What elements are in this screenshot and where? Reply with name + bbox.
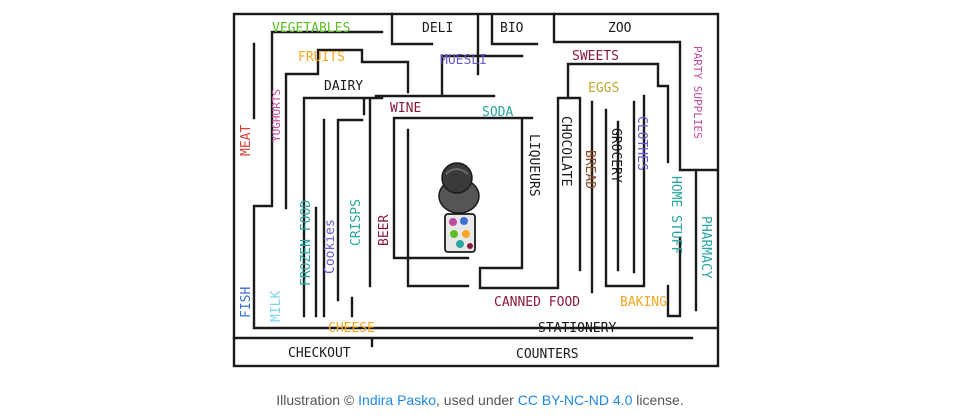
- caption-suffix: license.: [632, 392, 684, 408]
- label-checkout: CHECKOUT: [288, 346, 351, 361]
- label-liqueurs: LIQUEURS: [526, 134, 541, 197]
- label-deli: DELI: [422, 21, 453, 36]
- label-yoghurts: YOGHURTS: [270, 89, 283, 142]
- label-baking: BAKING: [620, 295, 667, 310]
- label-home-stuff: HOME STUFF: [668, 176, 683, 254]
- label-sweets: SWEETS: [572, 49, 619, 64]
- label-pharmacy: PHARMACY: [698, 216, 713, 279]
- label-counters: COUNTERS: [516, 347, 579, 362]
- label-clothes: CLOTHES: [634, 116, 649, 171]
- label-milk: MILK: [269, 291, 284, 322]
- label-fish: FISH: [239, 287, 254, 318]
- label-dairy: DAIRY: [324, 79, 363, 94]
- supermarket-map: VEGETABLES FRUITS DELI BIO ZOO MUESLI SW…: [232, 10, 720, 370]
- label-frozen-food: FROZEN FOOD: [299, 200, 314, 286]
- maze-drawing: VEGETABLES FRUITS DELI BIO ZOO MUESLI SW…: [232, 12, 720, 368]
- label-bio: BIO: [500, 21, 524, 36]
- maze-walls: [232, 12, 718, 348]
- shopper-illustration: [438, 162, 480, 253]
- label-chocolate: CHOCOLATE: [558, 116, 573, 186]
- license-link[interactable]: CC BY-NC-ND 4.0: [517, 392, 633, 408]
- label-muesli: MUESLI: [440, 53, 487, 68]
- caption-middle: , used under: [436, 392, 518, 408]
- label-eggs: EGGS: [588, 81, 619, 96]
- label-soda: SODA: [482, 105, 513, 120]
- label-crisps: CRISPS: [349, 199, 364, 246]
- outer-wall: [232, 12, 720, 368]
- caption-prefix: Illustration ©: [276, 392, 359, 408]
- label-meat: MEAT: [239, 125, 254, 156]
- label-cheese: CHEESE: [328, 321, 375, 336]
- label-cookies: Cookies: [323, 219, 338, 274]
- label-grocery: GROCERY: [608, 128, 623, 183]
- label-canned-food: CANNED FOOD: [494, 295, 580, 310]
- author-link[interactable]: Indira Pasko: [358, 392, 436, 408]
- caption: Illustration © Indira Pasko, used under …: [0, 392, 960, 408]
- label-stationery: STATIONERY: [538, 321, 616, 336]
- label-fruits: FRUITS: [298, 50, 345, 65]
- label-party-supplies: PARTY SUPPLIES: [691, 46, 704, 139]
- label-beer: BEER: [377, 215, 392, 246]
- label-wine: WINE: [390, 101, 421, 116]
- label-vegetables: VEGETABLES: [272, 21, 350, 36]
- label-bread: BREAD: [582, 150, 597, 189]
- label-zoo: ZOO: [608, 21, 632, 36]
